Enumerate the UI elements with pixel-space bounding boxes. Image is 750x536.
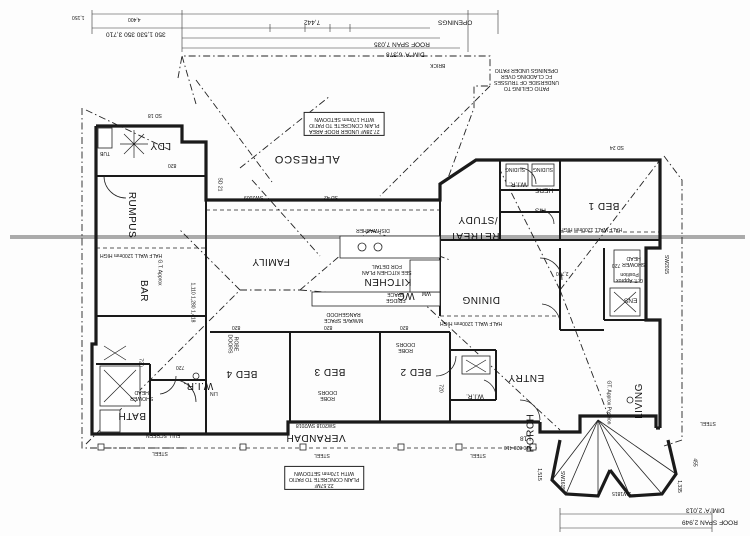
room-label-ensuite: ENS: [624, 296, 638, 304]
note-tub: TUB: [100, 150, 110, 156]
note-robe-bed3: ROBE DOORS: [318, 388, 338, 401]
dim-door-720-b: 720: [437, 384, 444, 393]
note-kitchen-detail: SEE KITCHEN PLAN FOR DETAIL: [362, 262, 412, 275]
note-full-screen: FULL SCREEN: [146, 432, 181, 438]
note-robe-bed4: ROBE DOORS: [226, 334, 239, 354]
dim-455: 455: [691, 458, 698, 467]
internal-walls: [96, 160, 660, 434]
room-label-bed4: BED 4: [226, 368, 258, 379]
room-label-retreat: RETREAT: [450, 230, 500, 241]
door-swings: [103, 167, 563, 421]
verandah-edge: [92, 443, 540, 451]
dim-code-sw1615: SW1615: [559, 470, 566, 491]
dim-top-run: 350 1,530 350 3,710: [106, 30, 166, 38]
note-sliding-2: SLIDING: [533, 166, 554, 172]
dim-code-sd42: SD 42: [324, 194, 338, 200]
dim-porch-code: L18: [520, 434, 531, 442]
note-shower-head: SHOWER HEAD: [622, 254, 646, 267]
room-label-family: FAMILY: [252, 256, 290, 267]
dim-a-bottom: DIM 'A' 2,013: [686, 506, 725, 514]
porch-bay: [550, 419, 678, 498]
note-patio-bottom: 22.57M² PLAIN CONCRETE TO PATIO WITH 170…: [284, 466, 365, 490]
dim-openings: OPENINGS: [438, 18, 473, 26]
note-gt-right: G.T. Approx Position: [616, 270, 644, 283]
dim-1335: 1,335: [675, 480, 682, 493]
dim-code-sw1815: SW1815: [612, 490, 632, 496]
room-label-dining: DINING: [462, 294, 500, 305]
room-label-alfresco: ALFRESCO: [274, 153, 340, 165]
wet-area-fixtures: [97, 127, 641, 433]
dim-roof-span-top: ROOF SPAN 7,035: [374, 40, 430, 48]
alfresco-roof: [177, 55, 491, 257]
dim-code-sd21: SD 21: [216, 177, 223, 192]
room-label-bar: BAR: [138, 279, 150, 303]
room-label-his: HIS: [535, 206, 546, 214]
note-half-wall-dining: HALF WALL 1200mm HIGH: [440, 320, 503, 326]
dim-door-720-a: 720: [176, 364, 185, 370]
note-steel-2: STEEL: [314, 452, 330, 458]
dim-code-sw2009: SW2009: [244, 194, 264, 200]
room-label-hers: HERS: [535, 186, 554, 194]
note-fireplace: GT. Approx Position: [605, 380, 612, 425]
dim-door-820-a: 820: [232, 324, 241, 330]
note-steel-3: STEEL: [470, 452, 486, 458]
room-label-kitchen: KITCHEN: [364, 276, 412, 287]
room-label-wir: W.I.R.: [183, 380, 214, 391]
note-fridge: FRIDGE SPACE: [386, 290, 406, 303]
room-label-bed2: BED 2: [400, 366, 432, 377]
dim-2770: 2,770: [556, 270, 569, 276]
room-label-laundry: LDY: [150, 140, 171, 151]
dim-1515: 1,515: [535, 468, 542, 481]
room-label-wir-2: W.I.R.: [466, 392, 484, 400]
note-sliding: SLIDING: [505, 166, 526, 172]
dim-code-sw2015: SW2015: [663, 254, 670, 275]
room-label-linen: LIN: [210, 390, 218, 396]
dim-top-far-left: 1,150: [72, 14, 85, 20]
room-label-verandah: VERANDAH: [286, 432, 346, 443]
dim-door-820-b: 820: [324, 324, 333, 330]
kitchen-benches: [311, 235, 441, 307]
room-label-bath: BATH: [118, 410, 146, 421]
note-steel-4: STEEL: [700, 420, 716, 426]
note-half-wall-top: HALF WALL 1200mm HIGH: [560, 226, 623, 232]
dim-code-sd24: SD 24: [610, 144, 624, 150]
note-robe-bed2: ROBE DOORS: [396, 340, 416, 353]
dim-door-820-d: 820: [168, 162, 177, 168]
dim-top-total: 7,442: [304, 18, 321, 26]
note-patio-ceiling: PATIO CEILING TO UNDERSIDE OF TRUSSES FC…: [494, 66, 560, 91]
external-walls: [90, 124, 662, 436]
note-dishwasher: DISHWASHER: [356, 227, 390, 233]
dim-roof-span-bottom: ROOF SPAN 2,949: [682, 518, 738, 526]
room-label-living: LIVING: [633, 383, 645, 419]
dim-a-top: DIM 'A' 6,378: [386, 50, 425, 58]
room-label-study: /STUDY: [458, 214, 498, 225]
note-patio-top: 27.28M² UNDER ROOF AREA PLAIN CONCRETE T…: [304, 112, 385, 136]
note-half-wall-left: HALF WALL 1200mm HIGH: [100, 252, 163, 258]
room-label-rumpus: RUMPUS: [126, 191, 138, 239]
dim-top-left: 4,400: [128, 16, 141, 22]
dim-left-column: 1,110 1,280 1,418: [189, 282, 196, 323]
note-wm: WM: [422, 290, 431, 296]
half-walls: [96, 209, 660, 317]
note-shower-head-2: SHOWER HEAD: [130, 388, 154, 401]
dim-porch-widths: 410 820 410: [504, 444, 532, 450]
dim-door-720-d: 720: [137, 358, 144, 367]
dim-verandah-codes: SW2018 SW2018: [296, 422, 336, 428]
dim-door-720-c: 720: [612, 262, 621, 268]
room-label-bed1: BED 1: [588, 200, 620, 211]
note-steel: STEEL: [152, 450, 168, 456]
room-label-wir-3: W.I.R.: [509, 180, 527, 188]
dim-door-820-c: 820: [400, 324, 409, 330]
top-dimension-lines: [91, 10, 499, 52]
note-gt-left: G.T. Approx: [156, 259, 163, 286]
note-microwave: M/WAVE SPACE RANGEHOOD: [324, 310, 364, 323]
room-label-entry: ENTRY: [508, 372, 545, 383]
bottom-dimension-lines: [559, 508, 713, 532]
note-brick: BRICK: [430, 62, 446, 68]
dim-code-sd18: SD 18: [148, 112, 162, 118]
room-label-bed3: BED 3: [314, 366, 346, 377]
